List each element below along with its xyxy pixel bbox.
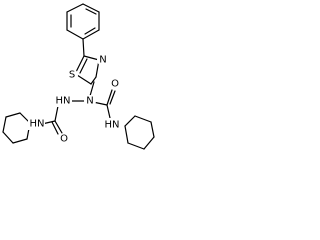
phenyl-ring [66,3,100,40]
atom-o-left: O [58,133,70,145]
cyclohexyl-ring-left [2,112,31,144]
atom-n-hydrazine-b: HN [55,94,72,107]
atom-label-nh-right: HN [105,120,120,131]
atom-label-nh-left: HN [30,119,45,130]
atom-o-right: O [109,78,121,90]
atom-nh-left: HN [28,117,45,130]
atom-s: S [66,69,78,81]
thiazole-ring [75,38,100,85]
chemical-structure-diagram: S N N HN O O HN HN [2,3,155,150]
atom-label-n-hydrazine-a: N [86,96,93,107]
atom-label-o-left: O [60,134,68,145]
atom-nh-right: HN [104,118,121,131]
atom-label-o-right: O [111,79,119,90]
atom-n-ring: N [97,54,109,66]
cyclohexyl-ring-right [124,115,155,150]
atom-label-s: S [69,70,75,81]
atom-n-hydrazine-a: N [84,95,96,107]
atom-label-n-ring: N [99,55,106,66]
atom-label-n-hydrazine-b: HN [56,96,71,107]
